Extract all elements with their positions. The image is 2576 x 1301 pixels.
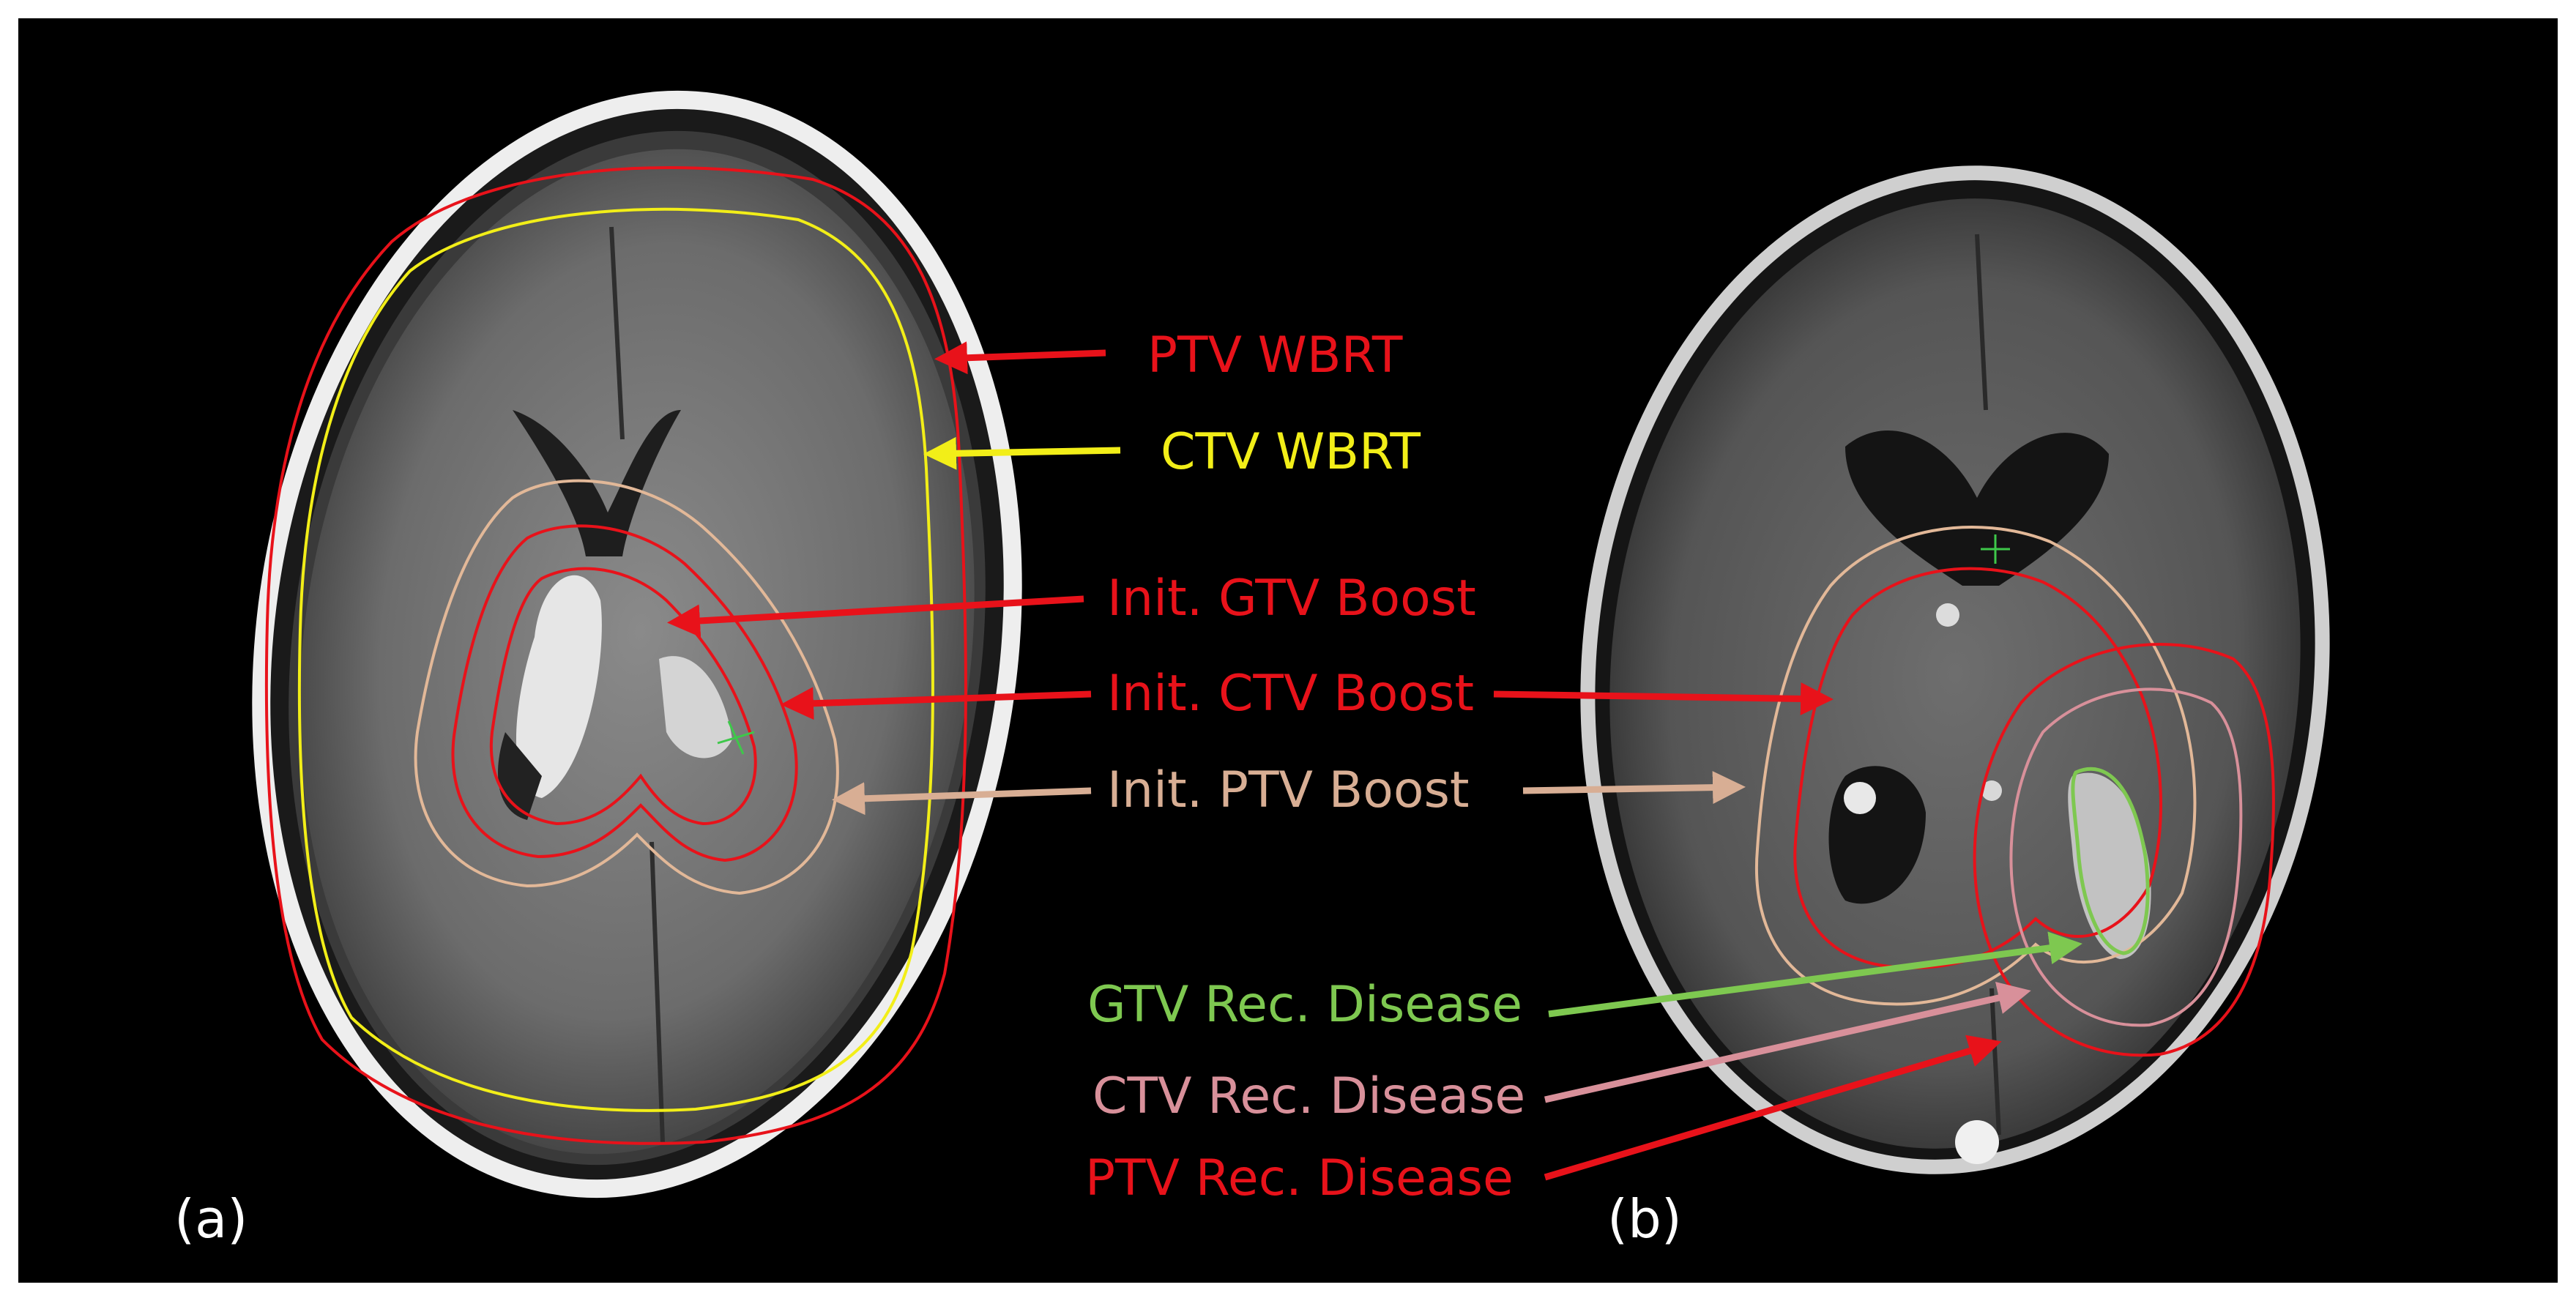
label-init-gtv-boost: Init. GTV Boost — [1107, 570, 1476, 627]
arrow-ptv-rec-disease — [1544, 1035, 2002, 1181]
contour-init-ctv-boost-b — [1793, 567, 2162, 969]
contour-init-ptv-boost-b — [1754, 526, 2197, 1006]
panel-b-mri — [1580, 165, 2330, 1174]
label-ptv-rec-disease: PTV Rec. Disease — [1085, 1149, 1514, 1207]
label-ctv-wbrt: CTV WBRT — [1161, 423, 1421, 481]
arrow-ctv-rec-disease — [1544, 981, 2031, 1103]
contour-gtv-rec-disease-b — [2071, 767, 2150, 955]
arrow-init-ctv-boost-b — [1493, 682, 1834, 715]
isocenter-marker-b — [1981, 534, 2010, 564]
label-ptv-wbrt: PTV WBRT — [1147, 327, 1403, 384]
arrow-ctv-wbrt — [923, 436, 1121, 470]
arrow-init-ptv-boost-a — [832, 782, 1092, 816]
arrow-ptv-wbrt — [934, 341, 1106, 375]
contour-init-ctv-boost-a — [451, 524, 798, 862]
isocenter-marker-a — [717, 720, 755, 755]
label-gtv-rec-disease: GTV Rec. Disease — [1087, 976, 1522, 1034]
panel-a-mri — [252, 90, 1022, 1199]
contour-ptv-rec-disease-b — [1973, 643, 2275, 1057]
arrow-init-ctv-boost-a — [781, 687, 1092, 720]
brain-a — [299, 149, 975, 1155]
contour-init-ptv-boost-a — [414, 479, 839, 895]
arrow-init-gtv-boost — [667, 595, 1084, 638]
panel-label-a: (a) — [174, 1188, 247, 1250]
panel-label-b: (b) — [1607, 1188, 1682, 1250]
contour-ctv-rec-disease-b — [2009, 687, 2243, 1027]
label-ctv-rec-disease: CTV Rec. Disease — [1092, 1067, 1525, 1125]
annotation-labels: PTV WBRT CTV WBRT Init. GTV Boost Init. … — [1085, 327, 1525, 1207]
annotation-arrows — [667, 341, 2082, 1181]
label-init-ctv-boost: Init. CTV Boost — [1107, 665, 1474, 723]
label-init-ptv-boost: Init. PTV Boost — [1107, 761, 1470, 819]
contour-ptv-wbrt-a — [264, 166, 967, 1145]
arrow-gtv-rec-disease — [1548, 931, 2082, 1018]
arrow-init-ptv-boost-b — [1522, 771, 1746, 805]
contour-ctv-wbrt-a — [297, 207, 934, 1112]
